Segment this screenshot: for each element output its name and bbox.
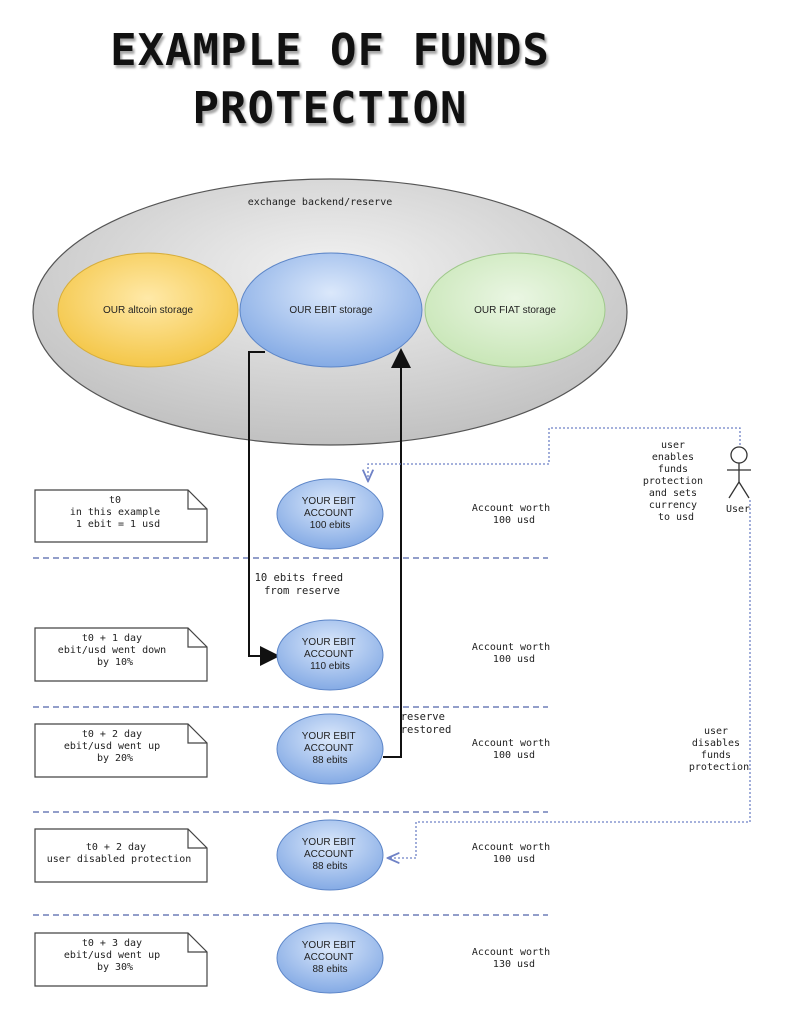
ebit-account bbox=[276, 619, 384, 691]
user-connectors bbox=[368, 427, 751, 858]
reserve-flows: 10 ebits freed from reserve reserve rest… bbox=[248, 348, 452, 758]
account-worth: Account worth 100 usd bbox=[472, 503, 556, 526]
user-actor-label: User bbox=[726, 504, 750, 515]
ebit-account-text: YOUR EBIT ACCOUNT 110 ebits bbox=[302, 637, 359, 672]
row-separators bbox=[33, 557, 548, 916]
altcoin-storage-label: OUR altcoin storage bbox=[103, 305, 193, 316]
timeline-row-5: t0 + 3 day ebit/usd went up by 30% YOUR … bbox=[34, 922, 556, 994]
account-worth: Account worth 100 usd bbox=[472, 842, 556, 865]
fiat-storage bbox=[424, 252, 606, 368]
ebit-account bbox=[276, 922, 384, 994]
restored-arrow bbox=[383, 348, 411, 758]
ebit-account bbox=[276, 478, 384, 550]
title-line-1: EXAMPLE OF FUNDS bbox=[110, 25, 550, 76]
ebit-account-text: YOUR EBIT ACCOUNT 88 ebits bbox=[302, 940, 359, 975]
ebit-account bbox=[276, 819, 384, 891]
note-box bbox=[34, 489, 208, 543]
timeline-row-1: t0 in this example 1 ebit = 1 usd YOUR E… bbox=[34, 478, 556, 550]
note-text: t0 + 2 day user disabled protection bbox=[47, 842, 192, 865]
enable-connector bbox=[368, 427, 741, 480]
note-text: t0 + 2 day ebit/usd went up by 20% bbox=[64, 729, 166, 764]
note-text: t0 + 1 day ebit/usd went down by 10% bbox=[58, 633, 172, 668]
ebit-account-text: YOUR EBIT ACCOUNT 88 ebits bbox=[302, 731, 359, 766]
ebit-account-text: YOUR EBIT ACCOUNT 100 ebits bbox=[302, 496, 359, 531]
ebit-account bbox=[276, 713, 384, 785]
fiat-storage-label: OUR FIAT storage bbox=[474, 305, 556, 316]
user-enables-note: user enables funds protection and sets c… bbox=[643, 440, 709, 523]
timeline-row-4: t0 + 2 day user disabled protection YOUR… bbox=[34, 819, 556, 891]
note-text: t0 + 3 day ebit/usd went up by 30% bbox=[64, 938, 166, 973]
ebit-storage-label: OUR EBIT storage bbox=[289, 305, 373, 316]
ebit-account-text: YOUR EBIT ACCOUNT 88 ebits bbox=[302, 837, 359, 872]
note-text: t0 in this example 1 ebit = 1 usd bbox=[70, 495, 166, 530]
backend-reserve: exchange backend/reserve OUR altcoin sto… bbox=[32, 178, 628, 446]
note-box bbox=[34, 828, 208, 883]
account-worth: Account worth 100 usd bbox=[472, 738, 556, 761]
note-box bbox=[34, 932, 208, 987]
freed-arrow bbox=[248, 351, 280, 666]
freed-label: 10 ebits freed from reserve bbox=[255, 572, 350, 597]
altcoin-storage bbox=[57, 252, 239, 368]
timeline-row-3: t0 + 2 day ebit/usd went up by 20% YOUR … bbox=[34, 713, 556, 785]
disable-connector bbox=[389, 500, 751, 858]
ebit-storage bbox=[239, 252, 423, 368]
note-box bbox=[34, 627, 208, 682]
user-actor-icon bbox=[727, 446, 751, 499]
note-box bbox=[34, 723, 208, 778]
account-worth: Account worth 130 usd bbox=[472, 947, 556, 970]
timeline-row-2: t0 + 1 day ebit/usd went down by 10% YOU… bbox=[34, 619, 556, 691]
user-disables-note: user disables funds protection bbox=[689, 726, 749, 773]
title-line-2: PROTECTION bbox=[192, 83, 468, 134]
restored-label: reserve restored bbox=[401, 711, 452, 736]
account-worth: Account worth 100 usd bbox=[472, 642, 556, 665]
page-title: EXAMPLE OF FUNDS PROTECTION bbox=[0, 22, 660, 138]
reserve-label: exchange backend/reserve bbox=[248, 197, 393, 208]
